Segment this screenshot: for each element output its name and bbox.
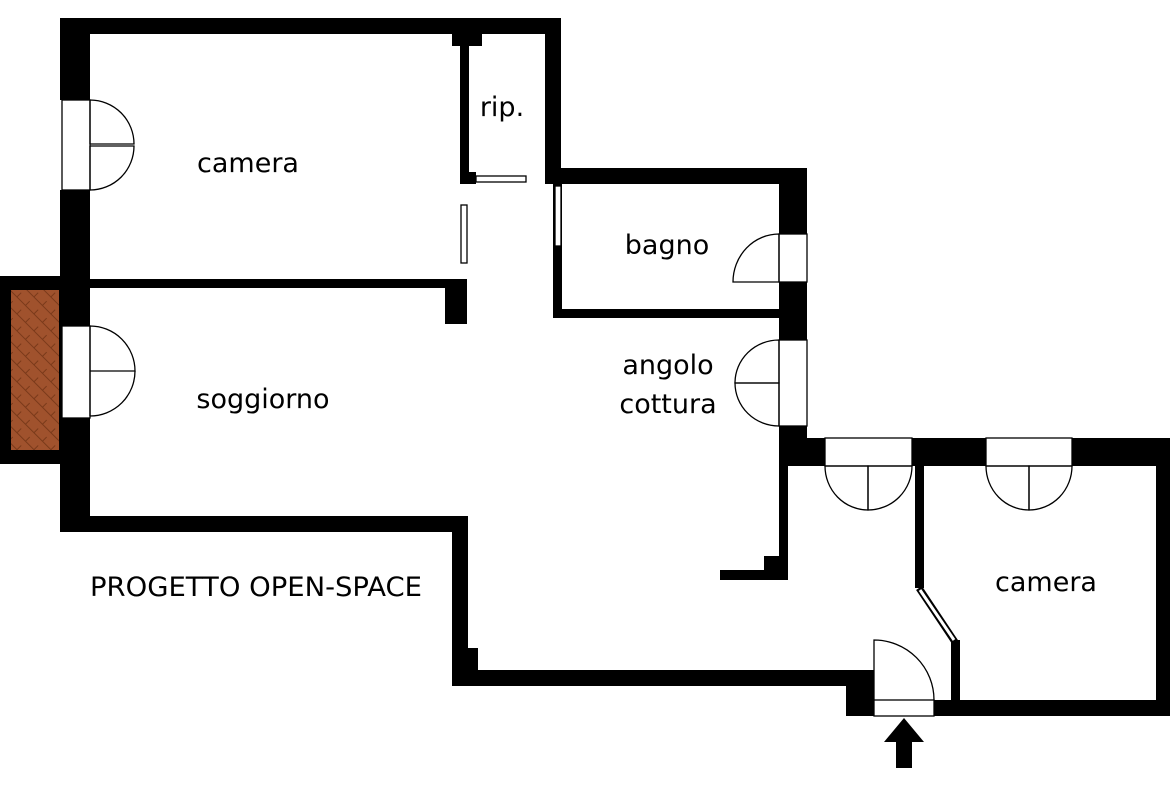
door-frame-camera-partition <box>460 204 468 264</box>
wall-top <box>60 18 560 34</box>
window-bagno-right <box>778 233 808 283</box>
door-frame-rip <box>475 175 527 183</box>
room-label-soggiorno: soggiorno <box>196 384 329 415</box>
wall-pillar <box>445 279 467 324</box>
window-entry-top <box>824 437 913 467</box>
room-label-bagno: bagno <box>625 230 709 261</box>
wall-right <box>1156 438 1170 716</box>
wall-partition-camera-rip <box>460 34 469 178</box>
wall-partition-stub <box>452 34 482 46</box>
chimney-brick-icon <box>11 290 59 450</box>
wall-entry-top-mid <box>912 438 986 466</box>
wall-kitchen-right-1 <box>779 168 807 234</box>
window-camera-right-top <box>985 437 1073 467</box>
door-swing-camera-right-1 <box>985 465 1030 511</box>
wall-step-vertical <box>452 516 468 686</box>
window-soggiorno-left <box>61 325 91 419</box>
wall-left-lower <box>60 418 90 530</box>
wall-kitchen-inner <box>779 466 788 580</box>
wall-partition-entry-upper <box>915 466 924 588</box>
wall-bottom-left <box>60 516 468 532</box>
entrance-arrow-icon <box>884 718 924 768</box>
plan-title: PROGETTO OPEN-SPACE <box>90 572 422 603</box>
door-frame-bagno <box>554 185 562 247</box>
chimney <box>0 276 62 464</box>
wall-bagno-top <box>545 168 807 184</box>
door-swing-camera-2 <box>89 145 135 191</box>
door-swing-bagno <box>732 233 780 283</box>
wall-bottom-middle <box>452 670 862 686</box>
wall-left-mid <box>60 190 90 326</box>
door-swing-soggiorno-2 <box>89 370 136 417</box>
wall-entry-top-right <box>1072 438 1170 466</box>
wall-bottom-right <box>934 700 1170 716</box>
walls <box>60 18 1170 716</box>
door-swing-kitchen-1 <box>734 339 780 384</box>
windows <box>61 99 1073 717</box>
room-label-angolo: angolo <box>622 350 713 381</box>
window-door-front <box>873 699 935 717</box>
window-kitchen-right <box>778 339 808 427</box>
door-swings <box>89 99 1073 701</box>
wall-partition-entry-lower <box>951 640 960 702</box>
door-swing-kitchen-2 <box>734 382 780 427</box>
door-diagonal-camera-right-inner <box>918 589 956 641</box>
room-label-ripostiglio: rip. <box>480 92 524 123</box>
wall-camera-soggiorno <box>90 279 460 288</box>
door-swing-front <box>873 639 935 701</box>
wall-rip-bottom <box>460 172 476 184</box>
wall-bottom-notch <box>846 670 874 716</box>
door-swing-soggiorno-1 <box>89 325 136 372</box>
door-swing-camera-1 <box>89 99 135 145</box>
wall-kitchen-inner-nub <box>764 556 782 572</box>
room-label-camera-top: camera <box>197 148 299 179</box>
door-swing-camera-right-2 <box>1028 465 1073 511</box>
wall-rip-right <box>545 18 561 184</box>
wall-bagno-bottom <box>553 309 779 318</box>
wall-left-upper <box>60 18 90 100</box>
wall-bagno-left <box>553 184 562 318</box>
room-label-camera-right: camera <box>995 567 1097 598</box>
door-swing-entry-1 <box>824 465 869 511</box>
wall-step-nub <box>462 648 478 672</box>
entrance-arrow-shape <box>884 718 924 768</box>
wall-kitchen-right-2 <box>779 282 807 340</box>
window-camera-left <box>61 99 91 191</box>
room-label-cottura: cottura <box>619 389 716 420</box>
door-swing-entry-2 <box>867 465 913 511</box>
wall-entry-top-left <box>779 438 825 466</box>
wall-kitchen-inner-foot <box>720 570 788 580</box>
